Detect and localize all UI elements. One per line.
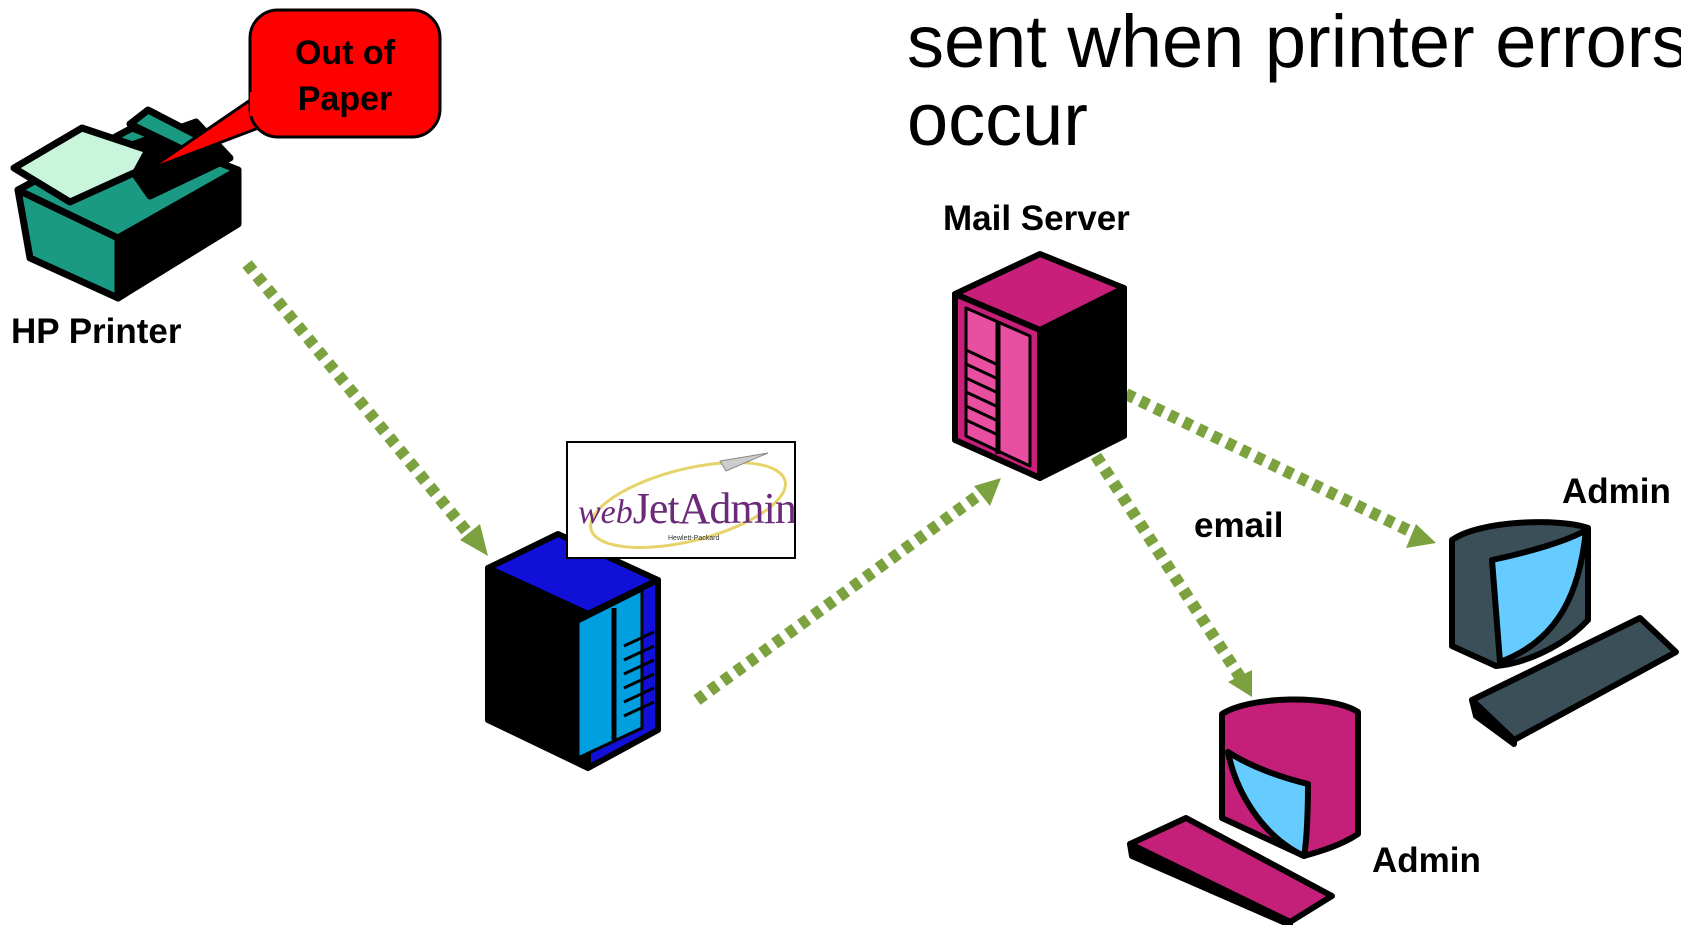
- label-admin-bottom: Admin: [1372, 841, 1481, 880]
- logo-swoosh: [589, 452, 787, 549]
- mail-server-icon: [952, 251, 1127, 481]
- admin-computer-icon: [1449, 519, 1679, 747]
- arrow-mailserver-to-admin-bottom: [1090, 452, 1252, 697]
- title-line-2: occur: [907, 78, 1088, 161]
- logo-jetadmin-text: JetAdmin: [632, 484, 796, 533]
- webjetadmin-logo: webJetAdmin Hewlett-Packard: [566, 441, 796, 559]
- label-email: email: [1194, 506, 1284, 545]
- arrow-printer-to-webjetadmin: [242, 260, 488, 556]
- callout-bubble: [147, 8, 442, 172]
- logo-company-text: Hewlett-Packard: [668, 535, 720, 542]
- logo-web-text: web: [578, 494, 633, 531]
- arrow-mailserver-to-admin-right: [1123, 388, 1436, 548]
- logo-wordmark: webJetAdmin: [578, 483, 796, 534]
- admin-computer-icon: [1127, 696, 1361, 925]
- label-mail-server: Mail Server: [943, 199, 1130, 238]
- webjetadmin-server-icon: [485, 531, 661, 771]
- callout-text: Out of Paper: [250, 30, 440, 122]
- label-admin-right: Admin: [1562, 472, 1671, 511]
- arrow-webjetadmin-to-mailserver: [693, 478, 1001, 705]
- label-hp-printer: HP Printer: [11, 312, 182, 351]
- title-line-1: sent when printer errors: [907, 0, 1681, 83]
- callout-line-2: Paper: [297, 80, 393, 118]
- callout-line-1: Out of: [294, 34, 396, 72]
